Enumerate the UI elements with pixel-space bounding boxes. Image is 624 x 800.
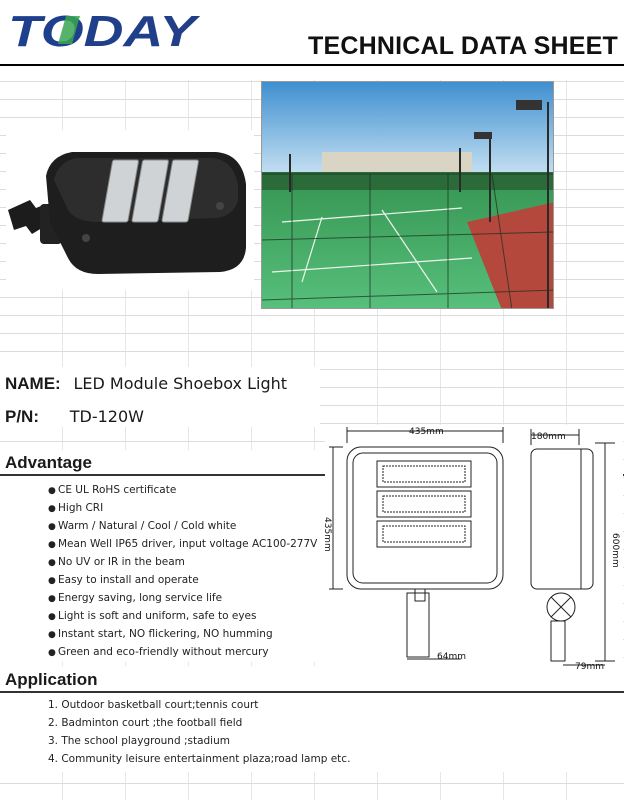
svg-text:TODAY: TODAY bbox=[8, 7, 201, 54]
product-name-label: NAME: bbox=[5, 374, 61, 393]
list-item: ●Warm / Natural / Cool / Cold white bbox=[48, 520, 237, 532]
product-name-row: NAME: LED Module Shoebox Light bbox=[5, 374, 287, 394]
spacer bbox=[0, 367, 320, 427]
list-item: 3. The school playground ;stadium bbox=[48, 735, 230, 747]
spacer bbox=[0, 66, 624, 80]
header-divider bbox=[0, 64, 624, 66]
list-item: 4. Community leisure entertainment plaza… bbox=[48, 753, 351, 765]
height-dimension-label: 435mm bbox=[325, 517, 332, 552]
list-item: ●CE UL RoHS certificate bbox=[48, 484, 177, 496]
width-dimension-label: 435mm bbox=[409, 427, 444, 437]
brand-logo: TODAY bbox=[6, 6, 202, 56]
page-title: TECHNICAL DATA SHEET bbox=[307, 32, 618, 60]
list-item: 1. Outdoor basketball court;tennis court bbox=[48, 699, 259, 711]
spacer bbox=[0, 450, 328, 662]
advantage-heading: Advantage bbox=[5, 453, 92, 472]
dimension-drawing: 435mm 435mm 180mm 600mm 64mm 79mm bbox=[322, 425, 623, 675]
list-item: ●Instant start, NO flickering, NO hummin… bbox=[48, 628, 273, 640]
spacer bbox=[0, 666, 624, 772]
advantage-divider bbox=[0, 474, 624, 476]
today-logo-image: TODAY bbox=[8, 7, 201, 56]
advantage-list: ●CE UL RoHS certificate ●High CRI ●Warm … bbox=[48, 481, 317, 661]
list-item: ●Green and eco-friendly without mercury bbox=[48, 646, 269, 658]
side-bracket-dimension-label: 79mm bbox=[575, 662, 604, 672]
list-item: ●Energy saving, long service life bbox=[48, 592, 223, 604]
list-item: ●Mean Well IP65 driver, input voltage AC… bbox=[48, 538, 318, 550]
application-photo-tennis-court bbox=[261, 81, 554, 309]
application-list: 1. Outdoor basketball court;tennis court… bbox=[48, 696, 350, 768]
list-item: ●Easy to install and operate bbox=[48, 574, 199, 586]
bracket-dimension-label: 64mm bbox=[437, 652, 466, 662]
list-item: 2. Badminton court ;the football field bbox=[48, 717, 243, 729]
list-item: ●No UV or IR in the beam bbox=[48, 556, 185, 568]
application-heading: Application bbox=[5, 670, 98, 689]
list-item: ●High CRI bbox=[48, 502, 104, 514]
application-divider bbox=[0, 691, 624, 693]
product-name-value: LED Module Shoebox Light bbox=[73, 374, 288, 393]
depth-dimension-label: 180mm bbox=[531, 432, 566, 442]
total-height-dimension-label: 600mm bbox=[610, 533, 620, 568]
product-photo bbox=[6, 130, 254, 290]
part-number-label: P/N: bbox=[5, 407, 39, 426]
part-number-row: P/N: TD-120W bbox=[5, 407, 144, 427]
part-number-value: TD-120W bbox=[69, 407, 144, 426]
list-item: ●Light is soft and uniform, safe to eyes bbox=[48, 610, 257, 622]
